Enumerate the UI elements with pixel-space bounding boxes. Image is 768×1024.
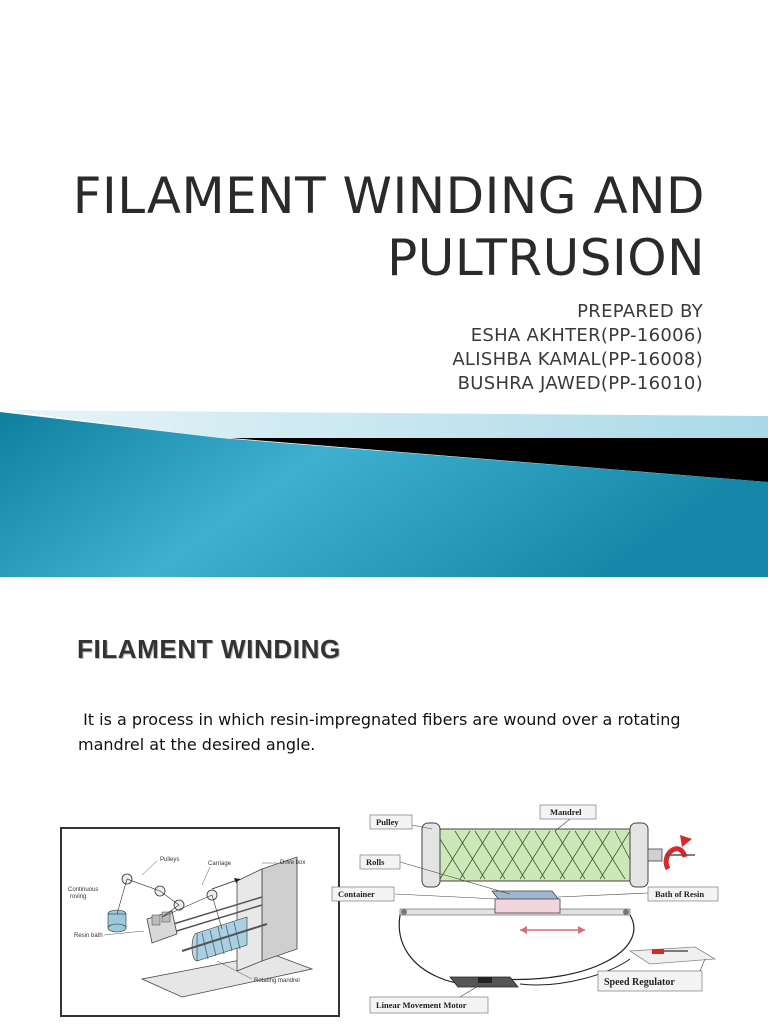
prepared-by: PREPARED BY xyxy=(577,301,703,322)
label-carriage: Carriage xyxy=(208,861,232,867)
title-line-1: FILAMENT WINDING AND xyxy=(72,167,705,225)
title-line-2: PULTRUSION xyxy=(387,229,705,287)
slide-title: FILAMENT WINDING AND PULTRUSION xyxy=(60,165,705,289)
label-box-bath-of-resin xyxy=(647,886,719,902)
band-teal-shape xyxy=(0,412,768,577)
label-box-speed-regulator xyxy=(597,970,703,992)
label-linear-movement-motor: Linear Movement Motor xyxy=(376,1000,467,1010)
section-heading: FILAMENT WINDING xyxy=(77,634,341,664)
label-roving-2: roving xyxy=(70,894,86,900)
winding-schematic-drawing: Pulleys Carriage Drive box Continuous ro… xyxy=(68,856,314,998)
label-box-mandrel xyxy=(539,804,597,820)
title-slide: FILAMENT WINDING AND PULTRUSION PREPARED… xyxy=(0,165,768,577)
figure-winding-machine: Pulley Mandrel Rolls Container Bath of R… xyxy=(330,799,750,1024)
label-resin-bath: Resin bath xyxy=(74,933,103,939)
figure-winding-schematic: Pulleys Carriage Drive box Continuous ro… xyxy=(60,827,340,1017)
slide-subtitle: PREPARED BY ESHA AKHTER(PP-16006) ALISHB… xyxy=(300,300,703,396)
decorative-band xyxy=(0,410,768,577)
label-box-pulley xyxy=(369,814,413,830)
label-bath-of-resin: Bath of Resin xyxy=(655,889,704,899)
label-drive-box: Drive box xyxy=(280,860,305,866)
body-line-2: mandrel at the desired angle. xyxy=(78,735,316,754)
label-rolls: Rolls xyxy=(366,857,385,867)
author-2: ALISHBA KAMAL(PP-16008) xyxy=(452,349,703,370)
label-rotating-mandrel: Rotating mandrel xyxy=(254,978,300,984)
filament-winding-slide: FILAMENT WINDING It is a process in whic… xyxy=(0,577,768,1024)
label-pulley: Pulley xyxy=(376,817,399,827)
label-mandrel: Mandrel xyxy=(550,807,582,817)
label-speed-regulator: Speed Regulator xyxy=(604,977,675,988)
label-roving-1: Continuous xyxy=(68,887,98,893)
winding-machine-drawing: Pulley Mandrel Rolls Container Bath of R… xyxy=(331,804,719,1014)
label-box-container xyxy=(331,886,395,902)
label-pulleys: Pulleys xyxy=(160,857,179,863)
body-line-1: It is a process in which resin-impregnat… xyxy=(78,710,681,729)
label-container: Container xyxy=(338,889,375,899)
band-light-strip xyxy=(0,410,768,438)
author-3: BUSHRA JAWED(PP-16010) xyxy=(457,373,703,394)
band-black-wedge xyxy=(230,438,768,482)
author-1: ESHA AKHTER(PP-16006) xyxy=(470,325,703,346)
section-body: It is a process in which resin-impregnat… xyxy=(78,707,758,757)
label-box-rolls xyxy=(359,854,401,870)
label-box-linear-motor xyxy=(369,996,489,1014)
